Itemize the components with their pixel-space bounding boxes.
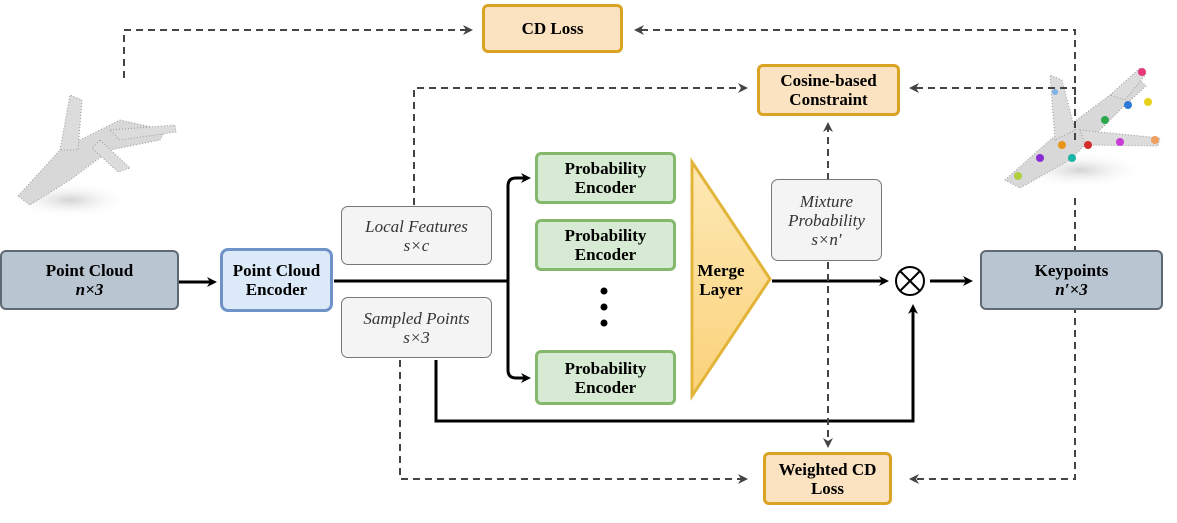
sampled-points-dims: s×3 xyxy=(403,327,430,347)
dashed-keypoints-to-weighted xyxy=(909,198,1076,484)
mixture-probability-node: Mixture Probability s×n′ xyxy=(771,179,882,261)
keypoints-node: Keypoints n′×3 xyxy=(980,250,1163,310)
solid-connections xyxy=(179,173,973,423)
point-cloud-node: Point Cloud n×3 xyxy=(0,250,179,310)
ellipsis-dots xyxy=(600,287,608,327)
keypoints-dims: n′×3 xyxy=(1055,280,1088,299)
probability-encoder-1-line1: Probability xyxy=(564,159,647,178)
point-cloud-airplane-image xyxy=(8,94,177,218)
cd-loss-node: CD Loss xyxy=(482,4,623,53)
arrow-sampled-to-multiply xyxy=(434,304,918,423)
dashed-keypoints-to-cdloss xyxy=(634,25,1076,95)
probability-encoder-1: Probability Encoder xyxy=(535,152,676,204)
point-cloud-encoder-line2: Encoder xyxy=(245,280,308,299)
probability-encoder-n: Probability Encoder xyxy=(535,350,676,405)
merge-layer-node: Merge Layer xyxy=(694,258,748,302)
probability-encoder-n-line2: Encoder xyxy=(574,377,637,397)
mixture-probability-line1: Mixture xyxy=(799,191,854,211)
arrow-to-prob-encoder-n xyxy=(506,281,531,383)
point-cloud-label: Point Cloud xyxy=(45,261,134,280)
keypoints-label: Keypoints xyxy=(1034,261,1109,280)
local-features-node: Local Features s×c xyxy=(341,206,492,265)
merge-layer-line1: Merge xyxy=(697,261,745,280)
sampled-points-node: Sampled Points s×3 xyxy=(341,297,492,358)
point-cloud-dims: n×3 xyxy=(75,280,104,299)
cosine-constraint-node: Cosine-based Constraint xyxy=(757,64,900,116)
cosine-constraint-line2: Constraint xyxy=(789,90,868,109)
sampled-points-label: Sampled Points xyxy=(363,308,470,328)
multiply-operator xyxy=(895,266,925,296)
probability-encoder-2-line2: Encoder xyxy=(574,245,637,264)
weighted-cd-loss-line1: Weighted CD xyxy=(778,459,877,479)
probability-encoder-1-line2: Encoder xyxy=(574,178,637,197)
cd-loss-label: CD Loss xyxy=(521,19,584,38)
keypoint-airplane-image xyxy=(1004,67,1161,189)
weighted-cd-loss-node: Weighted CD Loss xyxy=(763,452,892,505)
arrow-to-prob-encoder-1 xyxy=(506,173,531,281)
local-features-dims: s×c xyxy=(403,235,430,255)
mixture-probability-line2: Probability xyxy=(788,210,865,230)
dashed-airplane-to-cdloss xyxy=(123,25,473,78)
point-cloud-encoder-line1: Point Cloud xyxy=(232,261,321,280)
probability-encoder-n-line1: Probability xyxy=(564,358,647,378)
probability-encoder-2-line1: Probability xyxy=(564,226,647,245)
dashed-sampled-to-weighted xyxy=(399,360,748,484)
merge-layer-line2: Layer xyxy=(699,280,743,299)
local-features-label: Local Features xyxy=(365,216,468,236)
dashed-keypoints-to-cosine xyxy=(909,83,1076,140)
dashed-connections xyxy=(123,25,1076,484)
point-cloud-encoder-node: Point Cloud Encoder xyxy=(220,248,333,312)
weighted-cd-loss-line2: Loss xyxy=(810,478,845,498)
cosine-constraint-line1: Cosine-based xyxy=(780,71,877,90)
merge-layer-shape xyxy=(690,157,772,401)
dashed-features-to-cosine xyxy=(413,83,748,205)
mixture-probability-dims: s×n′ xyxy=(811,229,842,249)
probability-encoder-2: Probability Encoder xyxy=(535,219,676,271)
